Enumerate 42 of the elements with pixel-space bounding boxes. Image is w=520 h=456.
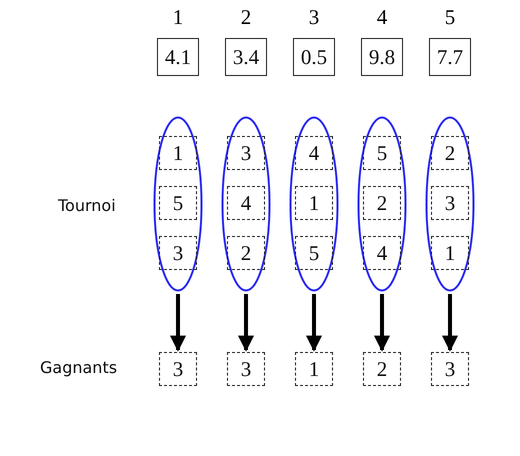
group-ellipse (357, 116, 407, 292)
arrow (170, 294, 186, 352)
index-number: 2 (240, 4, 252, 30)
candidate-box: 4 (295, 136, 333, 170)
candidate-box: 5 (159, 186, 197, 220)
arrow (238, 294, 254, 352)
candidate-box: 2 (227, 236, 265, 270)
candidate-box: 3 (431, 186, 469, 220)
arrow (374, 294, 390, 352)
index-number: 4 (376, 4, 388, 30)
value-box: 9.8 (361, 38, 403, 76)
candidate-box: 1 (159, 136, 197, 170)
value-box: 4.1 (157, 38, 199, 76)
winner-box: 3 (159, 352, 197, 386)
winner-box: 2 (363, 352, 401, 386)
row-label: Gagnants (40, 358, 118, 377)
winner-box: 3 (227, 352, 265, 386)
candidate-box: 2 (363, 186, 401, 220)
winner-box: 1 (295, 352, 333, 386)
candidate-box: 1 (295, 186, 333, 220)
index-number: 5 (444, 4, 456, 30)
group-ellipse (425, 116, 475, 292)
winner-box: 3 (431, 352, 469, 386)
candidate-box: 3 (227, 136, 265, 170)
value-box: 3.4 (225, 38, 267, 76)
candidate-box: 3 (159, 236, 197, 270)
group-ellipse (289, 116, 339, 292)
row-label: Tournoi (58, 196, 116, 215)
candidate-box: 5 (363, 136, 401, 170)
index-number: 1 (172, 4, 184, 30)
value-box: 7.7 (429, 38, 471, 76)
arrow (442, 294, 458, 352)
candidate-box: 1 (431, 236, 469, 270)
arrow (306, 294, 322, 352)
candidate-box: 4 (363, 236, 401, 270)
candidate-box: 2 (431, 136, 469, 170)
value-box: 0.5 (293, 38, 335, 76)
group-ellipse (221, 116, 271, 292)
candidate-box: 4 (227, 186, 265, 220)
index-number: 3 (308, 4, 320, 30)
group-ellipse (153, 116, 203, 292)
candidate-box: 5 (295, 236, 333, 270)
